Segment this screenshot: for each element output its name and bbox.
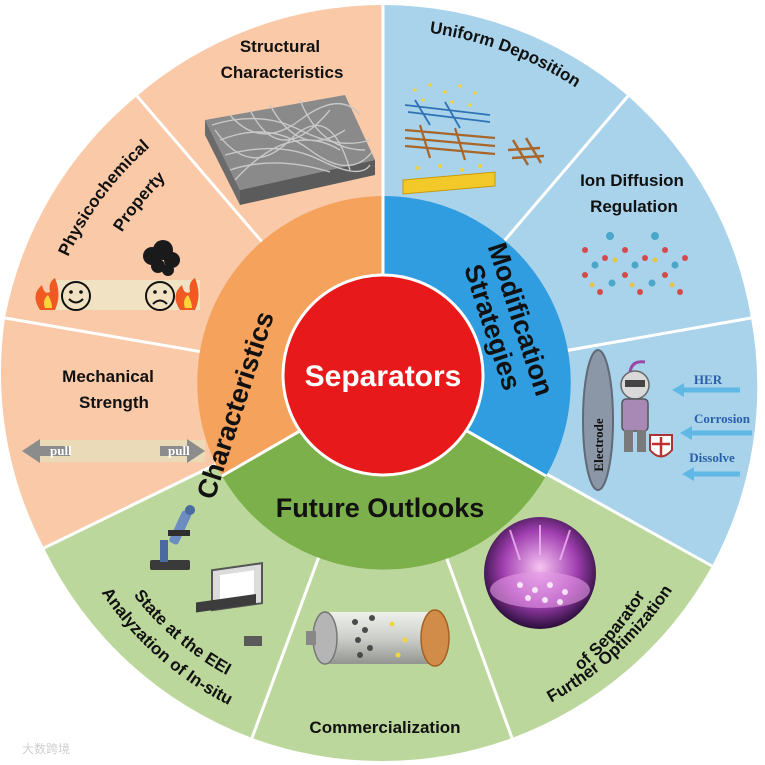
svg-text:pull: pull	[168, 443, 190, 458]
electrode-icon: Electrode	[583, 350, 613, 490]
crystal-sphere-icon	[484, 517, 596, 629]
outlooks-label: Future Outlooks	[276, 493, 485, 523]
structural-label-line1: Structural	[240, 37, 320, 56]
structural-label-line2: Characteristics	[221, 63, 344, 82]
watermark: 大数跨境	[22, 741, 70, 756]
corrosion-label: Corrosion	[694, 411, 751, 426]
ion-label-line2: Regulation	[590, 197, 678, 216]
ion-label-line1: Ion Diffusion	[580, 171, 684, 190]
her-label: HER	[694, 372, 723, 387]
battery-icon	[306, 610, 449, 666]
mechanical-label-line2: Strength	[79, 393, 149, 412]
svg-text:pull: pull	[50, 443, 72, 458]
commercialization-label: Commercialization	[309, 718, 460, 737]
mechanical-label-line1: Mechanical	[62, 367, 154, 386]
svg-text:Electrode: Electrode	[591, 418, 606, 471]
center-label: Separators	[305, 360, 462, 393]
dissolve-label: Dissolve	[689, 450, 735, 465]
